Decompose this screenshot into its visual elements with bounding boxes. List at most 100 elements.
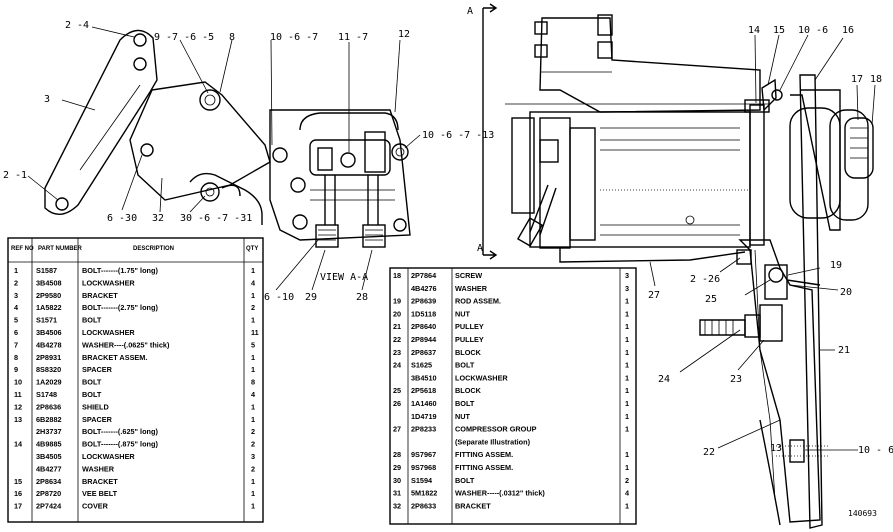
table-row-ref: 22	[393, 335, 401, 344]
table-row-qty: 1	[625, 373, 629, 382]
table-row-part: S1571	[36, 316, 57, 325]
table-row-description: WASHER	[455, 284, 488, 293]
table-row-qty: 1	[625, 335, 629, 344]
table-row-qty: 1	[251, 266, 255, 275]
table-row-part: 1A2029	[36, 378, 62, 387]
callout-22: 22	[703, 447, 715, 458]
table-row-part: 2H3737	[36, 427, 62, 436]
table-row-description: SPACER	[82, 415, 113, 424]
table-row-ref: 23	[393, 348, 401, 357]
table-row-ref: 21	[393, 322, 401, 331]
callout-18: 18	[870, 74, 882, 85]
table-row-description: BLOCK	[455, 348, 482, 357]
table-row-part: 2P7864	[411, 271, 437, 280]
table-row-ref: 6	[14, 328, 18, 337]
table-row-description: NUT	[455, 309, 471, 318]
table-row-qty: 1	[625, 297, 629, 306]
table-row-description: COVER	[82, 502, 109, 511]
callout-10-6-7-13: 10 -6 -7 -13	[422, 130, 494, 141]
callout-6-10: 6 -10	[264, 292, 294, 303]
callout-27: 27	[648, 290, 660, 301]
callout-13: 13	[770, 443, 782, 454]
bracket-assembly-left	[44, 29, 411, 248]
table-row-description: BOLT-------(1.75" long)	[82, 266, 158, 275]
table-row-qty: 11	[251, 328, 259, 337]
table-row-part: 2P8944	[411, 335, 437, 344]
table-row-description: LOCKWASHER	[82, 452, 135, 461]
table-row-description: BOLT	[455, 476, 475, 485]
table-row-ref: 12	[14, 402, 22, 411]
table-row-ref: 4	[14, 303, 19, 312]
callout-24: 24	[658, 374, 670, 385]
table-row-qty: 2	[251, 427, 255, 436]
table-row-ref: 27	[393, 425, 401, 434]
table-row-description: BOLT-------(2.75" long)	[82, 303, 158, 312]
table-row-description: NUT	[455, 412, 471, 421]
table-row-part: 4B9885	[36, 440, 62, 449]
table-row-ref: 8	[14, 353, 18, 362]
table-row-description: BOLT-------(.875" long)	[82, 440, 158, 449]
table-row-qty: 1	[251, 365, 255, 374]
table-row-description: SCREW	[455, 271, 482, 280]
table-row-ref: 19	[393, 297, 401, 306]
callout-16: 16	[842, 25, 854, 36]
table-row-qty: 4	[251, 278, 256, 287]
table-left-header-part: PART NUMBER	[38, 246, 83, 252]
table-row-ref: 31	[393, 489, 401, 498]
callout-30-6-7-31: 30 -6 -7 -31	[180, 213, 252, 224]
table-row-qty: 3	[625, 271, 629, 280]
table-row-ref: 29	[393, 463, 401, 472]
table-row-qty: 1	[625, 309, 629, 318]
table-row-part: 8S8320	[36, 365, 61, 374]
callout-15: 15	[773, 25, 785, 36]
table-row-qty: 1	[625, 386, 629, 395]
table-row-description: BOLT	[455, 361, 475, 370]
table-row-qty: 5	[251, 340, 255, 349]
callout-2-26: 2 -26	[690, 274, 720, 285]
table-row-part: 5M1822	[411, 489, 437, 498]
table-row-part: S1625	[411, 361, 432, 370]
table-row-part: 2P5618	[411, 386, 436, 395]
callout-21: 21	[838, 345, 850, 356]
table-row-qty: 1	[251, 415, 255, 424]
table-row-ref: 9	[14, 365, 18, 374]
view-label: VIEW A-A	[320, 272, 368, 283]
table-row-ref: 5	[14, 316, 18, 325]
table-row-part: 2P7424	[36, 502, 62, 511]
table-row-qty: 1	[251, 402, 255, 411]
table-row-qty: 1	[625, 501, 629, 510]
table-row-part: 3B4508	[36, 278, 62, 287]
table-row-description: FITTING ASSEM.	[455, 450, 513, 459]
table-row-description: LOCKWASHER	[82, 328, 135, 337]
illustration-code: 140693	[848, 509, 877, 518]
table-row-part: 2P8637	[411, 348, 436, 357]
table-row-part: 4B4277	[36, 464, 62, 473]
table-row-description: BOLT	[82, 378, 102, 387]
table-row-qty: 4	[251, 390, 256, 399]
table-row-ref: 17	[14, 502, 22, 511]
table-row-description: FITTING ASSEM.	[455, 463, 513, 472]
callout-14: 14	[748, 25, 760, 36]
table-left-header-desc: DESCRIPTION	[133, 246, 174, 252]
callout-17: 17	[851, 74, 863, 85]
table-row-qty: 2	[251, 303, 255, 312]
table-row-part: 2P8931	[36, 353, 61, 362]
leader-lines-right	[649, 34, 876, 451]
table-row-part: 2P8633	[411, 501, 436, 510]
table-row-ref: 32	[393, 501, 401, 510]
table-row-description: SHIELD	[82, 402, 109, 411]
table-row-ref: 13	[14, 415, 22, 424]
callout-12: 12	[398, 29, 410, 40]
table-row-ref: 15	[14, 477, 22, 486]
table-row-qty: 1	[625, 322, 629, 331]
callout-32: 32	[152, 213, 164, 224]
table-row-description: BLOCK	[455, 386, 482, 395]
callout-3: 3	[44, 94, 50, 105]
table-row-description: BOLT	[455, 399, 475, 408]
